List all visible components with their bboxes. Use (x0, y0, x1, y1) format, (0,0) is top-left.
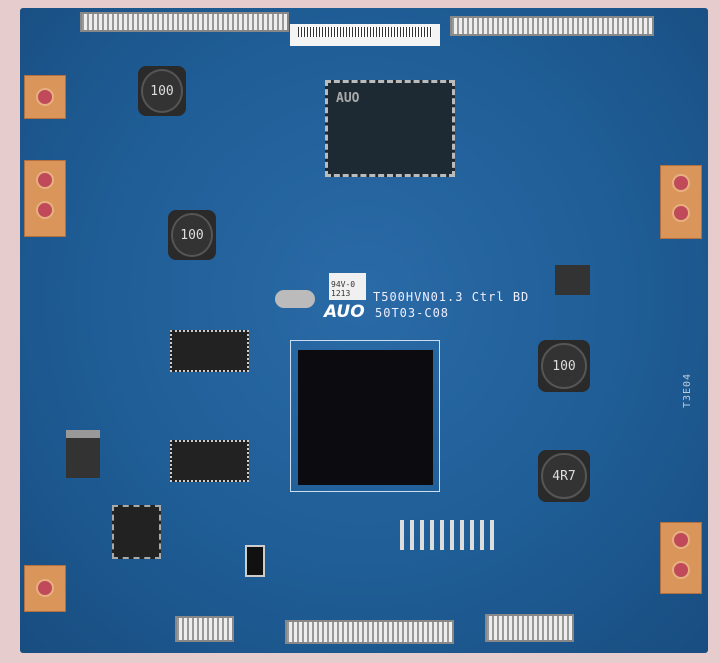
ic-chip (555, 265, 590, 295)
side-mark: T3E04 (682, 372, 694, 409)
inductor-label: 4R7 (541, 453, 587, 499)
inductor: 100 (538, 340, 590, 392)
board-model-text: T500HVN01.3 Ctrl BD (373, 290, 530, 304)
lvds-connector (80, 12, 289, 32)
inductor: 4R7 (538, 450, 590, 502)
crystal-oscillator (275, 290, 315, 308)
bottom-connector (175, 616, 234, 642)
auo-logo: AUO (324, 302, 365, 322)
rating-text: 94V-0 (331, 280, 356, 289)
resistor-array (400, 520, 500, 550)
main-controller-chip: AUO (325, 80, 455, 177)
mounting-pad (660, 165, 702, 239)
memory-chip (170, 440, 249, 482)
chip-outline (290, 340, 440, 492)
timing-controller-chip (298, 350, 433, 485)
memory-chip (170, 330, 249, 372)
mounting-pad (24, 160, 66, 237)
chip-logo: AUO (336, 91, 360, 106)
voltage-regulator (66, 430, 100, 478)
mounting-pad (24, 565, 66, 612)
barcode-label (290, 24, 440, 46)
mounting-pad (660, 522, 702, 594)
date-code: 1213 (331, 289, 351, 298)
bottom-connector (285, 620, 454, 644)
board-part-text: 50T03-C08 (375, 306, 450, 320)
mounting-pad (24, 75, 66, 119)
inductor: 100 (138, 66, 186, 116)
lvds-connector (450, 16, 654, 36)
inductor-label: 100 (541, 343, 587, 389)
inductor-label: 100 (140, 69, 184, 113)
inductor: 100 (168, 210, 216, 260)
inductor-label: 100 (170, 213, 214, 257)
ic-chip (112, 505, 161, 559)
bottom-connector (485, 614, 574, 642)
diode (245, 545, 265, 577)
